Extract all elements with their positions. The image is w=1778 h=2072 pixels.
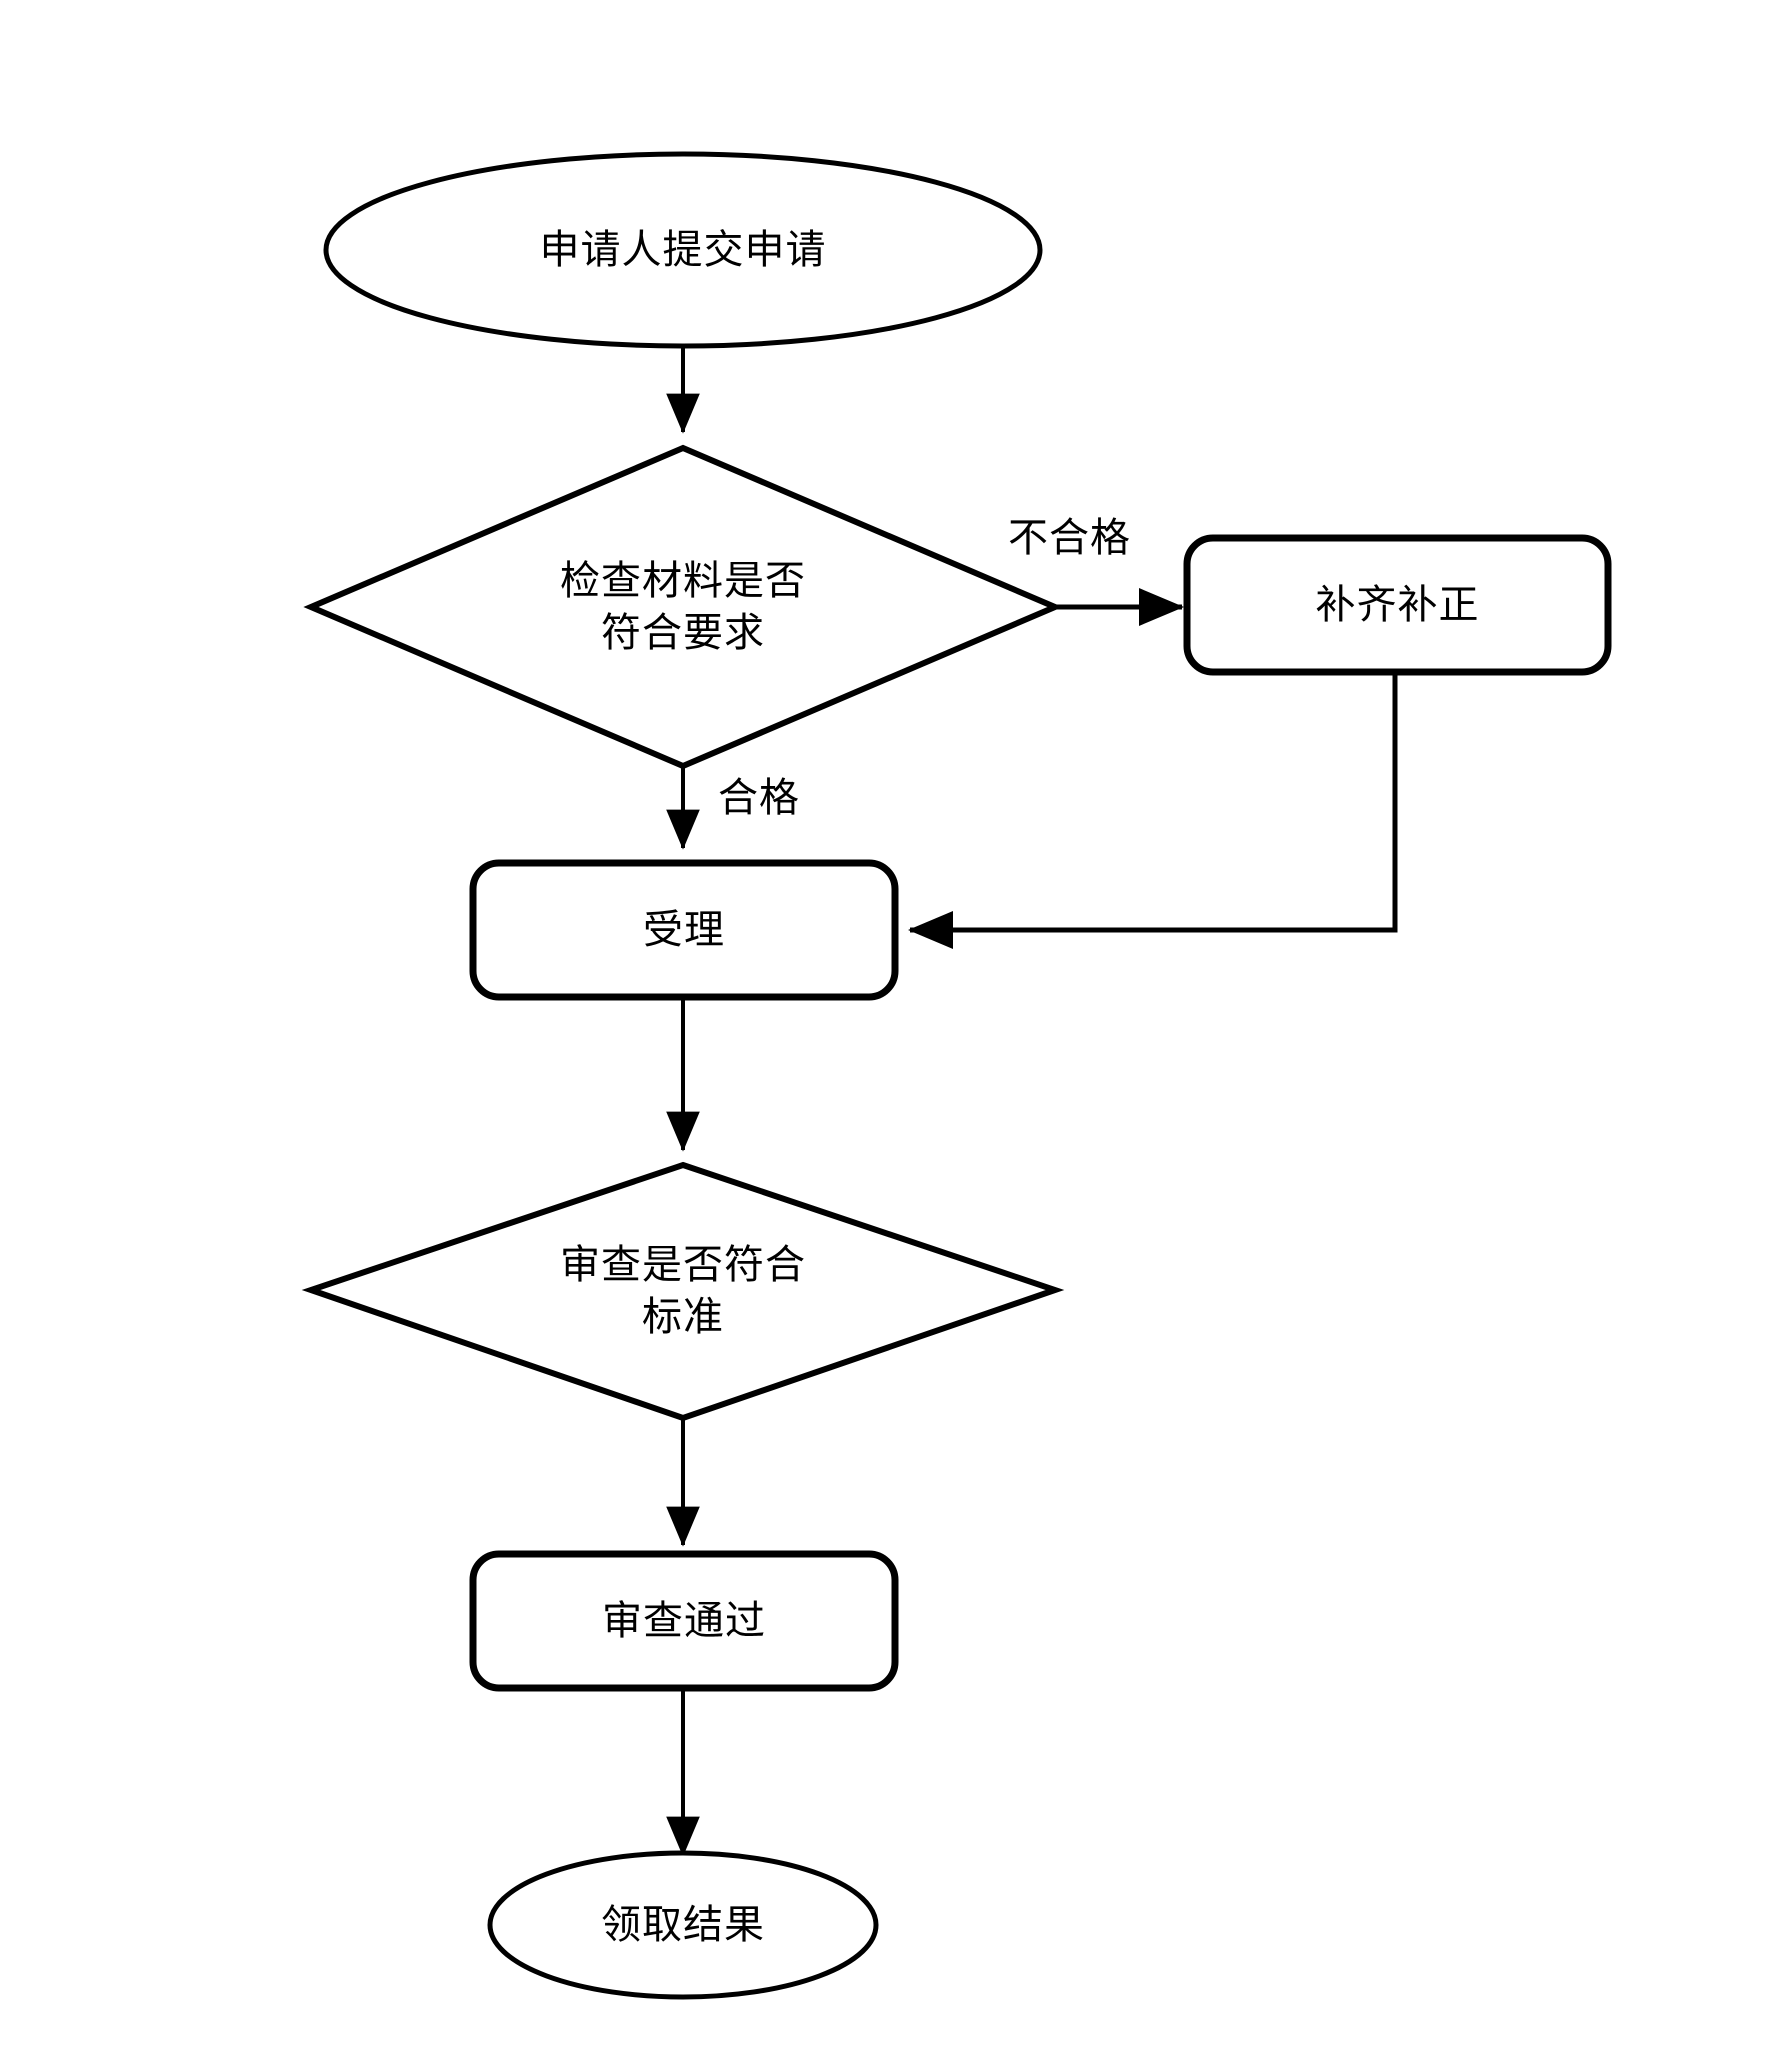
- node-collect-result-shape[interactable]: [487, 1850, 879, 2000]
- edge-supplement-to-accept: [908, 672, 1398, 949]
- node-supplement-shape[interactable]: [1183, 534, 1612, 676]
- node-check-materials-shape[interactable]: [303, 444, 1063, 770]
- edge-label-not-qualified: 不合格: [1008, 515, 1131, 560]
- node-accept-shape[interactable]: [469, 859, 899, 1001]
- node-start-shape[interactable]: [323, 151, 1043, 349]
- edge-label-qualified: 合格: [718, 775, 800, 820]
- node-review-standard-shape[interactable]: [301, 1161, 1065, 1422]
- node-review-passed-shape[interactable]: [469, 1550, 899, 1692]
